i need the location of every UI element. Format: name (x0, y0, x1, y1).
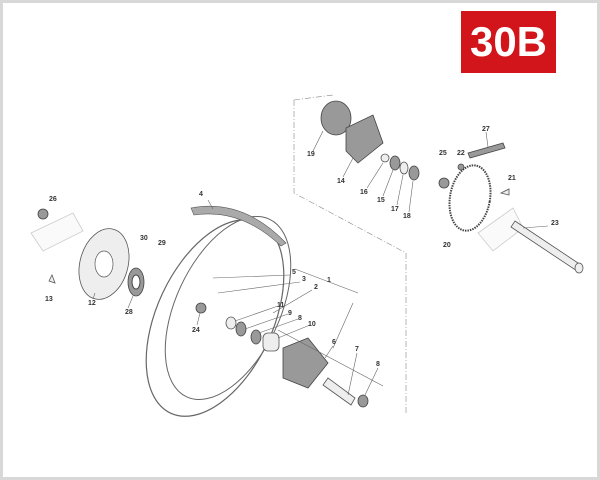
seal-18 (408, 165, 420, 181)
bolt (48, 274, 56, 284)
part-label-23: 23 (551, 220, 559, 227)
part-label-16: 16 (360, 189, 368, 196)
part-label-13: 13 (45, 296, 53, 303)
group-boundary (293, 94, 407, 413)
wheel-hub (282, 337, 329, 389)
brake-disc-center (94, 250, 114, 278)
sprocket-carrier (345, 114, 384, 164)
part-label-3: 3 (302, 276, 306, 283)
part-label-4: 4 (199, 191, 203, 198)
swingarm-left (30, 212, 84, 252)
part-label-1: 1 (327, 277, 331, 284)
rear-sprocket (448, 164, 492, 232)
seal (225, 316, 237, 330)
part-label-11: 11 (277, 302, 285, 309)
spacer-16 (380, 153, 390, 163)
part-label-20: 20 (443, 242, 451, 249)
axle-end (574, 262, 584, 274)
circlip-17 (399, 161, 409, 175)
part-label-7: 7 (355, 346, 359, 353)
part-label-26: 26 (49, 196, 57, 203)
part-label-2: 2 (314, 284, 318, 291)
part-label-15: 15 (377, 197, 385, 204)
bolt-21 (499, 188, 510, 196)
part-label-21: 21 (508, 175, 516, 182)
rim-strip (190, 205, 287, 247)
section-badge: 30B (461, 11, 556, 73)
part-label-29: 29 (158, 240, 166, 247)
part-label-14: 14 (337, 178, 345, 185)
part-label-5: 5 (292, 269, 296, 276)
wheel-rim-inner (164, 216, 292, 400)
bearing (250, 329, 262, 345)
part-label-25: 25 (439, 150, 447, 157)
part-label-27: 27 (482, 126, 490, 133)
cush-drive-rubbers (320, 100, 352, 136)
chain-link (467, 142, 506, 159)
leader-lines (92, 130, 549, 396)
part-label-18: 18 (403, 213, 411, 220)
exploded-parts-diagram: 19 14 16 15 17 18 25 22 27 21 20 23 26 4… (30, 94, 584, 417)
axle (510, 220, 582, 272)
bearing (357, 394, 369, 408)
spacer-25 (438, 177, 450, 189)
part-label-17: 17 (391, 206, 399, 213)
spacer (195, 302, 207, 314)
spacer-10 (262, 332, 280, 352)
bearing (235, 321, 247, 337)
part-label-12: 12 (88, 300, 96, 307)
part-label-28: 28 (125, 309, 133, 316)
part-label-30: 30 (140, 235, 148, 242)
nut-22 (457, 163, 465, 171)
part-label-8-lower: 8 (376, 361, 380, 368)
bearing-15 (389, 155, 401, 171)
hub-spacer (322, 377, 356, 406)
part-label-8: 8 (298, 315, 302, 322)
part-label-19: 19 (307, 151, 315, 158)
part-label-24: 24 (192, 327, 200, 334)
part-label-6: 6 (332, 339, 336, 346)
part-label-22: 22 (457, 150, 465, 157)
part-label-9: 9 (288, 310, 292, 317)
nut (37, 208, 49, 220)
part-label-10: 10 (308, 321, 316, 328)
disc-carrier-hole (131, 274, 141, 290)
